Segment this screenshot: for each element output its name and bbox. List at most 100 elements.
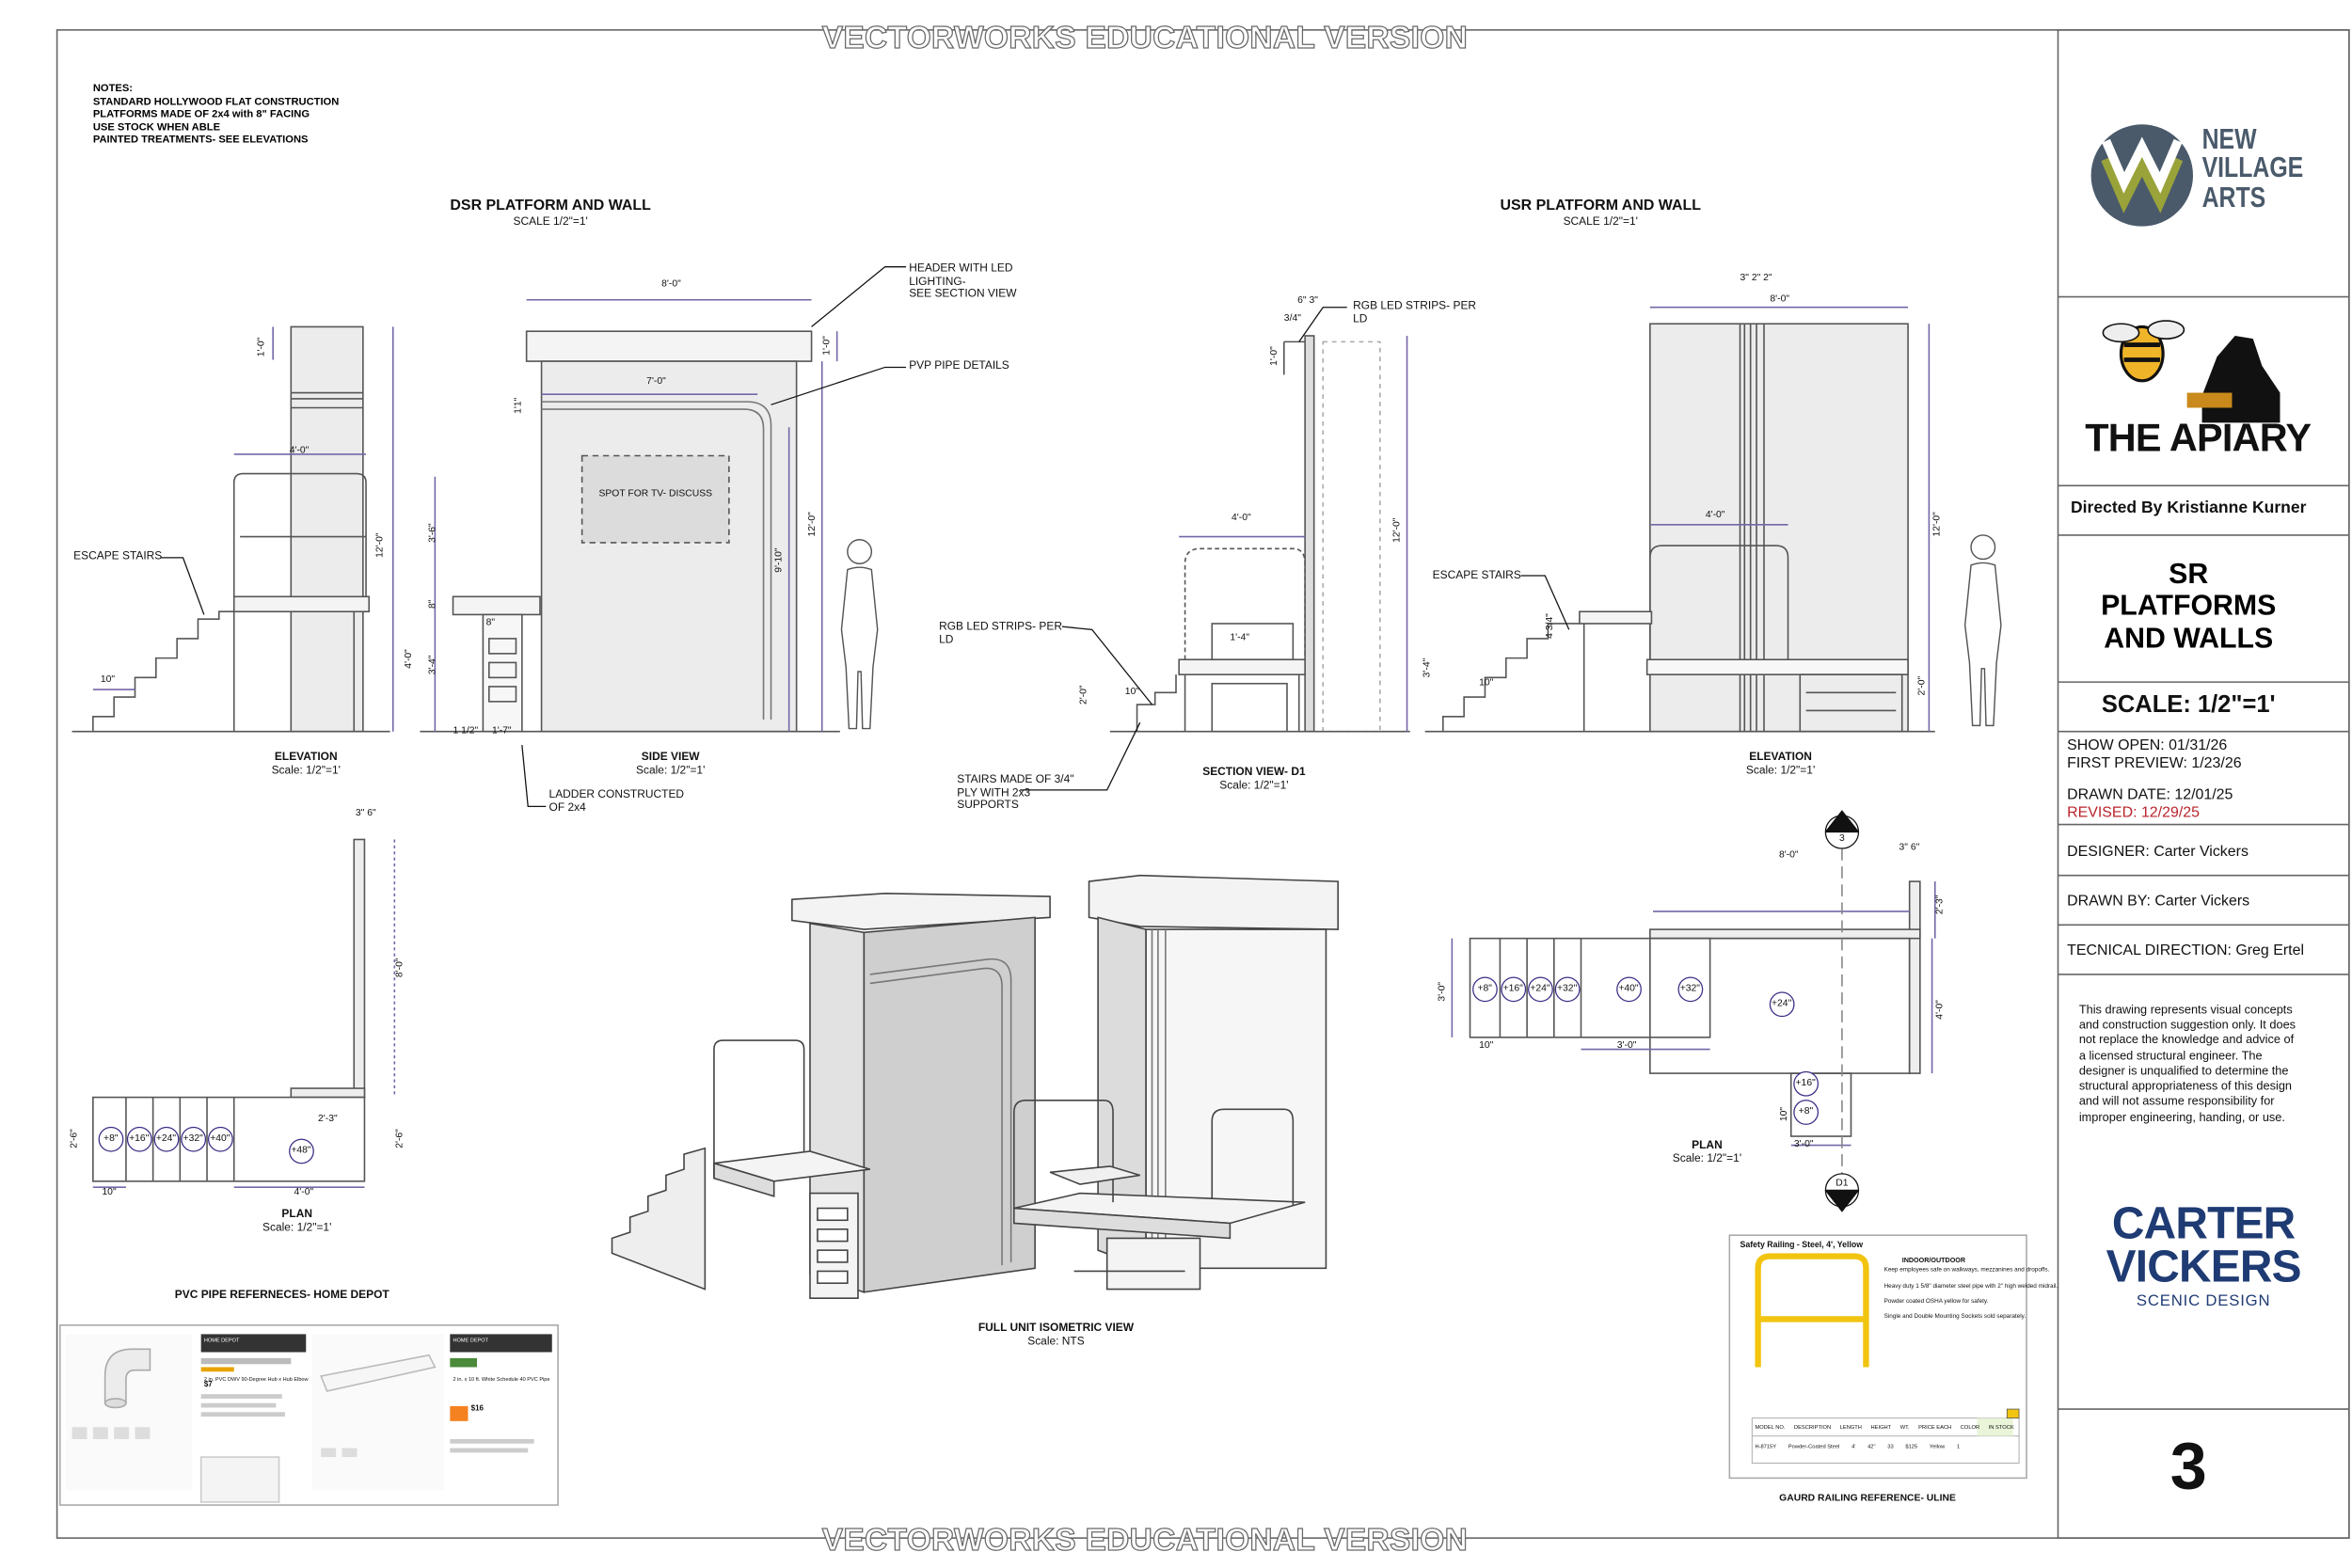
rgb-callout-line: RGB LED STRIPS- PER <box>939 619 1063 633</box>
stairs-ply-line: SUPPORTS <box>957 798 1019 812</box>
stairs-ply-callout: STAIRS MADE OF 3/4" PLY WITH 2x3 SUPPORT… <box>957 772 1073 812</box>
rgb-callout-line: RGB LED STRIPS- PER <box>1353 298 1477 312</box>
disclaimer-line: and will not assume responsibility for <box>2078 1095 2275 1109</box>
usr-plan-label: PLAN <box>1692 1137 1723 1151</box>
nva-wordmark: NEW VILLAGE ARTS <box>2201 125 2304 214</box>
dim-12-0-side: 12'-0" <box>806 512 818 537</box>
th: DESCRIPTION <box>1793 1424 1832 1431</box>
railing-reference-card <box>1728 1234 2027 1480</box>
dim-4-0-section: 4'-0" <box>1232 513 1251 524</box>
dim-6-3: 6" 3" <box>1297 294 1318 307</box>
rgb-callout-line: LD <box>1353 310 1368 325</box>
usr-elevation-label: ELEVATION <box>1749 749 1812 764</box>
pvc-marker: +8" <box>103 1132 119 1144</box>
td: H-8715Y <box>1755 1443 1777 1450</box>
dim-2-6-dsrplan: 2'-6" <box>394 1129 405 1148</box>
dim-12-0-section: 12'-0" <box>1391 517 1403 543</box>
usr-title: USR PLATFORM AND WALL <box>1500 198 1701 214</box>
show-title: THE APIARY <box>2085 415 2312 461</box>
railing-card-desc: Keep employees safe on walkways, mezzani… <box>1883 1265 2050 1274</box>
dim-1-0-elev: 1'-0" <box>256 337 267 357</box>
dim-8-0-usr: 8'-0" <box>1770 293 1790 305</box>
pvc-refs-label: PVC PIPE REFERNECES- HOME DEPOT <box>174 1287 389 1302</box>
dim-4-0-elev: 4'-0" <box>289 445 310 456</box>
railing-table-head: MODEL NO. DESCRIPTION LENGTH HEIGHT WT. … <box>1755 1424 2013 1431</box>
designer-credit: DESIGNER: Carter Vickers <box>2067 844 2249 861</box>
pvc-marker: +16" <box>129 1132 150 1144</box>
dim-10-section: 10" <box>1124 686 1140 698</box>
railing-table-row: H-8715Y Powder-Coated Steel 4' 42" 33 $1… <box>1755 1444 1960 1450</box>
usr-escape-stairs-callout: ESCAPE STAIRS <box>1432 568 1521 582</box>
disclaimer-line: structural appropriateness of this desig… <box>2078 1079 2293 1094</box>
dim-2-3-plan: 2'-3" <box>1934 895 1946 915</box>
dim-1-7: 1'-7" <box>491 725 512 736</box>
first-preview: FIRST PREVIEW: 1/23/26 <box>2067 755 2242 772</box>
td: Yellow <box>1929 1443 1946 1450</box>
td: 1 <box>1957 1443 1961 1450</box>
watermark-bottom: VECTORWORKS EDUCATIONAL VERSION <box>821 1523 1469 1559</box>
dim-10-dsrplan: 10" <box>102 1187 117 1198</box>
dim-10-usr: 10" <box>1479 677 1494 689</box>
section-view-label: SECTION VIEW- D1 <box>1202 764 1306 779</box>
watermark-top: VECTORWORKS EDUCATIONAL VERSION <box>821 21 1469 56</box>
td: 4' <box>1851 1443 1856 1450</box>
dim-2-6-left: 2'-6" <box>69 1129 80 1148</box>
isometric-scale: Scale: NTS <box>1027 1334 1085 1348</box>
section-marker-top-id: D1 <box>1836 819 1849 831</box>
note-line: PAINTED TREATMENTS- SEE ELEVATIONS <box>92 135 309 146</box>
ladder-callout-line: OF 2x4 <box>548 800 586 814</box>
pvc-elbow-badge: HOME DEPOT <box>203 1337 240 1343</box>
section-marker-top-sheet: 3 <box>1839 833 1845 845</box>
dim-4-0-plan: 4'-0" <box>1934 1000 1946 1020</box>
railing-card-bullet: Powder coated OSHA yellow for safety. <box>1883 1296 1989 1305</box>
dim-4-34: 4 3/4" <box>1545 613 1556 639</box>
td: 33 <box>1887 1443 1894 1450</box>
usr-escape-leader <box>1520 575 1570 630</box>
dim-2-0-usr: 2'-0" <box>1916 675 1928 696</box>
header-callout: HEADER WITH LED LIGHTING- SEE SECTION VI… <box>909 261 1016 301</box>
dim-10-plan: 10" <box>1479 1040 1494 1052</box>
sheet-title: SR PLATFORMS AND WALLS <box>2058 559 2319 655</box>
disclaimer-line: designer is unqualified to determine the <box>2078 1064 2289 1078</box>
dsr-title: DSR PLATFORM AND WALL <box>450 198 651 214</box>
dim-10-plan-v: 10" <box>1778 1106 1790 1122</box>
dim-3-6-dsrplan: 3" 6" <box>355 808 376 819</box>
dsr-plan-label: PLAN <box>281 1206 312 1221</box>
brand-line: VICKERS <box>2106 1242 2302 1291</box>
dsr-elevation-drawing <box>72 325 394 733</box>
human-silhouette-right <box>1963 534 2002 727</box>
pvc-marker: +40" <box>1618 983 1639 994</box>
director-credit: Directed By Kristianne Kurner <box>2070 499 2307 517</box>
ladder-callout: LADDER CONSTRUCTED OF 2x4 <box>548 786 685 814</box>
railing-ref-label: GAURD RAILING REFERENCE- ULINE <box>1779 1493 1956 1504</box>
side-view-scale: Scale: 1/2"=1' <box>636 763 706 777</box>
dim-1-0-side: 1'-0" <box>821 336 833 356</box>
rgb-callout-line: LD <box>939 631 954 646</box>
pvc-pipe-badge: HOME DEPOT <box>453 1337 489 1343</box>
tv-spot-label: SPOT FOR TV- DISCUSS <box>598 488 713 499</box>
section-view-scale: Scale: 1/2"=1' <box>1219 778 1289 792</box>
ladder-callout-line: LADDER CONSTRUCTED <box>548 786 685 801</box>
dsr-plan-scale: Scale: 1/2"=1' <box>262 1220 332 1234</box>
disclaimer-line: and construction suggestion only. It doe… <box>2078 1018 2296 1032</box>
escape-stairs-leader <box>160 557 205 615</box>
brand-subtitle: SCENIC DESIGN <box>2136 1291 2271 1310</box>
dim-8in-v: 8" <box>427 599 438 610</box>
dim-7-0: 7'-0" <box>646 376 666 388</box>
notes-heading: NOTES: <box>92 84 134 95</box>
pvc-marker: +24" <box>1530 983 1550 994</box>
usr-plan-scale: Scale: 1/2"=1' <box>1672 1150 1742 1165</box>
section-marker-bottom-id: D1 <box>1836 1178 1849 1189</box>
nva-word: ARTS <box>2201 182 2266 214</box>
pvc-marker: +8" <box>1798 1106 1814 1117</box>
usr-scale: SCALE 1/2"=1' <box>1563 214 1638 229</box>
dsr-side-view-drawing <box>420 298 840 733</box>
th: IN STOCK <box>1988 1424 2014 1431</box>
stairs-ply-line: PLY WITH 2x3 <box>957 784 1031 799</box>
disclaimer-line: not replace the knowledge and advice of <box>2078 1033 2295 1048</box>
dim-4-0-side-v: 4'-0" <box>403 649 415 669</box>
td: 42" <box>1867 1443 1876 1450</box>
escape-stairs-callout: ESCAPE STAIRS <box>73 548 163 562</box>
pvc-pipe-title: 2 in. x 10 ft. White Schedule 40 PVC Pip… <box>453 1376 550 1383</box>
